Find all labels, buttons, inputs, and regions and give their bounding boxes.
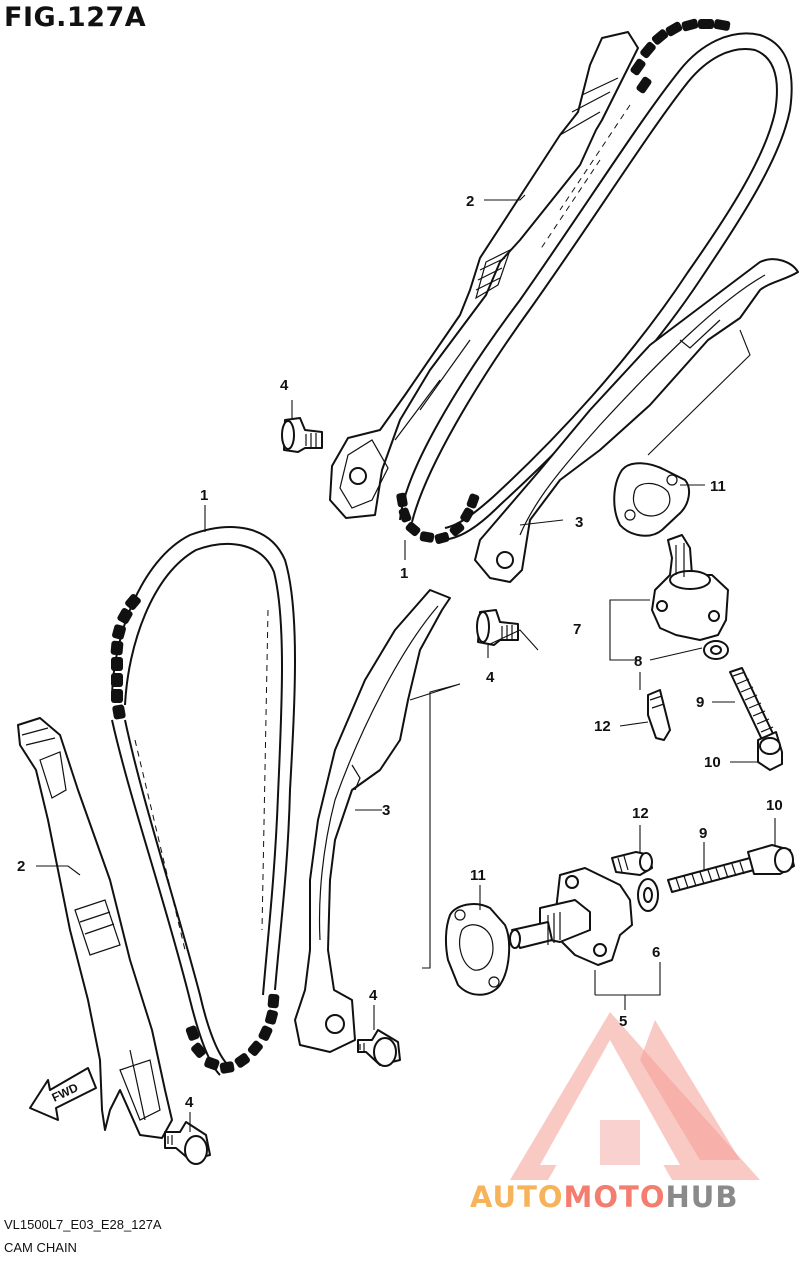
gasket-11-lower [444, 903, 511, 996]
watermark-text: AUTOMOTOHUB [470, 1180, 738, 1214]
diagram-code: VL1500L7_E03_E28_127A [4, 1217, 162, 1232]
callout-4-upper: 4 [280, 377, 289, 394]
cam-chain-lower [110, 526, 296, 1076]
callout-2-lower: 2 [17, 858, 25, 875]
spring-9-upper [729, 667, 776, 745]
callout-3-upper: 3 [575, 514, 583, 531]
callout-11-lower: 11 [470, 867, 486, 884]
callout-11-upper: 11 [710, 478, 726, 495]
callout-8: 8 [634, 653, 642, 670]
watermark-moto: MOTO [563, 1180, 666, 1214]
figure-title: FIG.127A [4, 2, 147, 33]
bolt-4-middle [476, 609, 519, 646]
callout-2-upper: 2 [466, 193, 474, 210]
callout-9-upper: 9 [696, 694, 704, 711]
adjuster-7-upper [651, 534, 729, 641]
callout-1-upper: 1 [400, 565, 408, 582]
bolt-10-upper [757, 731, 783, 771]
watermark-auto: AUTO [470, 1180, 564, 1214]
callout-3-lower: 3 [382, 802, 390, 819]
chain-guide-upper [329, 31, 639, 519]
watermark-hub: HUB [665, 1180, 739, 1214]
callout-4-lower-right: 4 [369, 987, 378, 1004]
diagram-name: CAM CHAIN [4, 1240, 77, 1255]
callout-10-upper: 10 [704, 754, 721, 771]
callout-10-lower: 10 [766, 797, 783, 814]
bolt-12-lower [611, 851, 653, 876]
callout-5: 5 [619, 1013, 627, 1030]
callout-1-lower: 1 [200, 487, 208, 504]
callout-6: 6 [652, 944, 660, 961]
chain-guide-lower [17, 717, 173, 1139]
callout-4-middle: 4 [486, 669, 495, 686]
bolt-10-lower [747, 844, 795, 875]
bolt-4-lower-left [164, 1121, 211, 1165]
gasket-11-upper [613, 462, 691, 537]
bolt-4-upper [281, 417, 323, 453]
callout-7: 7 [573, 621, 581, 638]
bolt-4-lower-right [357, 1029, 401, 1067]
bolt-12-upper [647, 689, 671, 741]
chain-tensioner-lower [294, 589, 451, 1053]
callout-9-lower: 9 [699, 825, 707, 842]
spring-9-lower [667, 857, 755, 893]
callout-4-lower-left: 4 [185, 1094, 194, 1111]
callout-12-lower: 12 [632, 805, 649, 822]
callout-12-upper: 12 [594, 718, 611, 735]
adjuster-5-lower [509, 867, 633, 966]
leader-lines [36, 194, 776, 1132]
callout-labels: 2 4 1 1 3 11 7 8 4 9 12 10 3 12 9 10 2 1… [17, 193, 783, 1111]
washer-8-upper [703, 640, 729, 660]
washer-6-lower [637, 878, 659, 912]
watermark-logo [510, 1012, 760, 1180]
chain-tensioner-upper [474, 258, 799, 583]
fwd-direction-arrow: FWD [29, 1067, 97, 1121]
